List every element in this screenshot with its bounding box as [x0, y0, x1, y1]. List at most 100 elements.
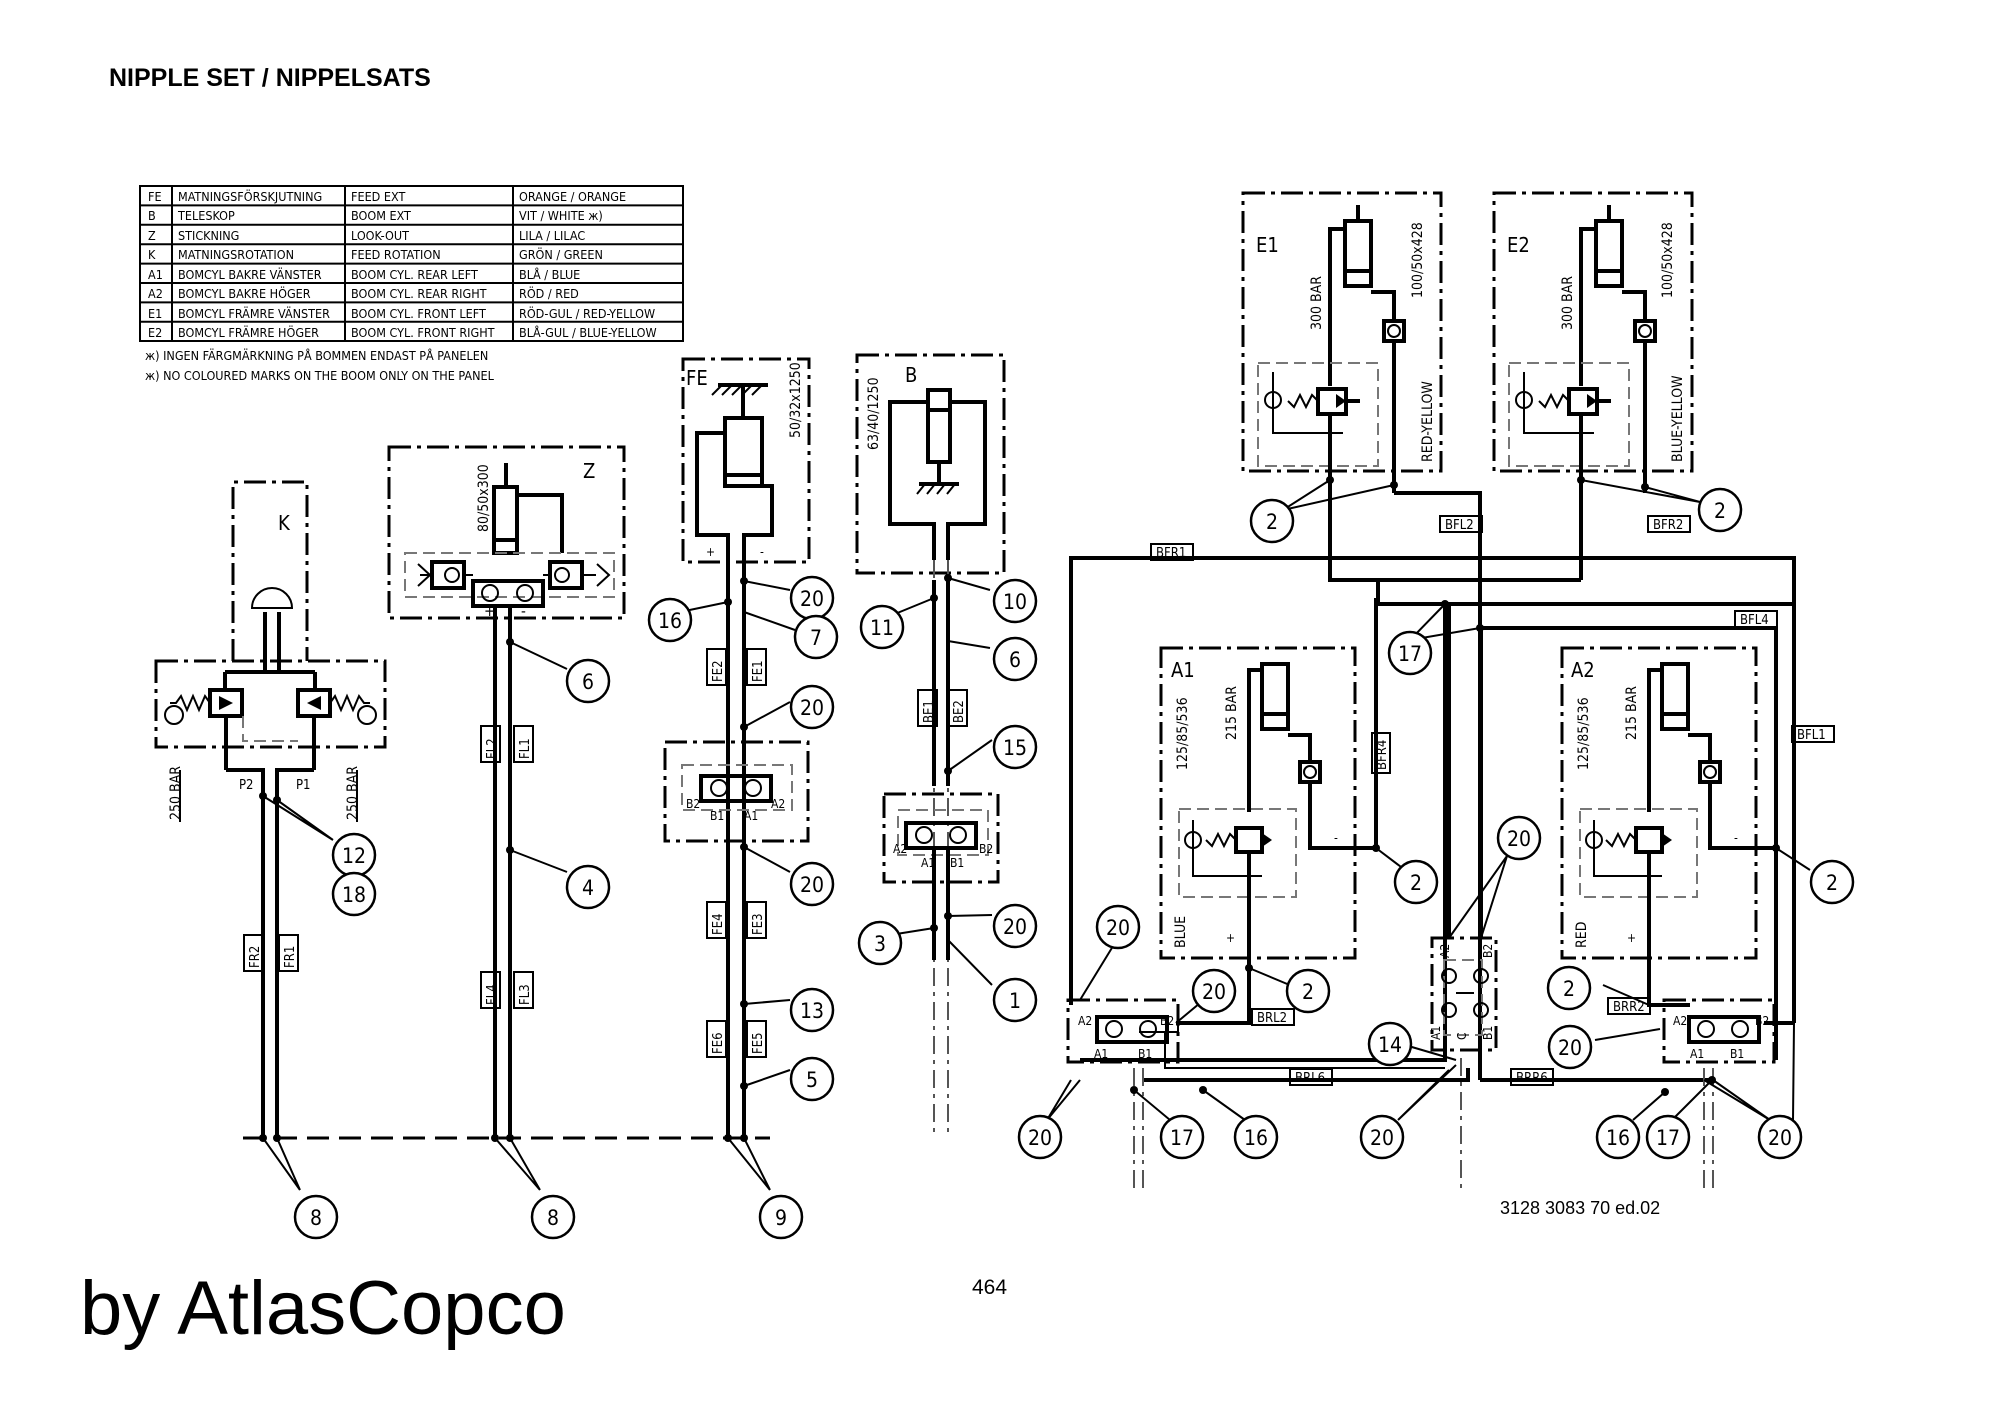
svg-text:A1: A1	[921, 856, 935, 870]
legend-code: FE	[148, 189, 162, 204]
legend-en: FEED EXT	[351, 189, 405, 204]
legend-code: Z	[148, 228, 156, 243]
cylinder-size: 100/50x428	[1410, 222, 1426, 298]
svg-text:A2: A2	[1078, 1014, 1092, 1028]
unit-b: B 63/40/1250 A2 A1 B1 B2 BE1 BE2	[855, 353, 1006, 1138]
svg-text:BFR2: BFR2	[1653, 518, 1683, 533]
legend-en: BOOM EXT	[351, 208, 411, 223]
page-number: 464	[972, 1276, 1008, 1299]
svg-text:+: +	[706, 545, 715, 559]
part-callout: 1	[1009, 989, 1021, 1013]
cylinder-icon	[1260, 662, 1290, 731]
legend-sv: BOMCYL FRÄMRE HÖGER	[178, 324, 319, 340]
legend-sv: TELESKOP	[177, 208, 235, 223]
legend-code: E1	[148, 306, 162, 321]
check-ball-icon	[357, 705, 377, 725]
pressure-label: 215 BAR	[1224, 686, 1240, 740]
part-callout: 8	[310, 1206, 322, 1230]
hose-label: FL1	[518, 738, 533, 759]
svg-text:BRR6: BRR6	[1516, 1071, 1548, 1086]
port-label: -	[521, 602, 526, 620]
pressure-label: 215 BAR	[1624, 686, 1640, 740]
unit-fe: FE 50/32x1250 + - B2 B1 A1 A2 FE2 FE1 FE…	[663, 357, 811, 1138]
part-callout: 9	[775, 1206, 787, 1230]
cylinder-icon	[926, 388, 952, 464]
part-callout: 14	[1378, 1033, 1402, 1057]
svg-text:FE2: FE2	[711, 660, 726, 682]
unit-e2-label: E2	[1507, 233, 1530, 257]
cylinder-size: 125/85/536	[1175, 697, 1191, 770]
svg-text:A1: A1	[1429, 1026, 1443, 1040]
svg-text:BFL2: BFL2	[1445, 518, 1474, 533]
part-callout: 6	[582, 670, 594, 694]
pressure-label: 300 BAR	[1560, 276, 1576, 330]
spring-icon	[329, 693, 370, 713]
svg-text:FE1: FE1	[751, 660, 766, 682]
motor-icon	[250, 587, 294, 609]
part-callout: 16	[658, 609, 682, 633]
svg-text:FE5: FE5	[751, 1032, 766, 1054]
svg-text:A1: A1	[744, 809, 758, 823]
legend-code: A1	[148, 267, 163, 282]
part-callout: 20	[1507, 827, 1531, 851]
port-label: P2	[239, 778, 254, 793]
svg-text:B1: B1	[1138, 1047, 1152, 1061]
hose-label: FR1	[283, 946, 298, 968]
svg-text:BFR1: BFR1	[1156, 546, 1186, 561]
unit-e2: E2 100/50x428 300 BAR BLUE-YELLOW	[1492, 191, 1694, 493]
svg-text:A1: A1	[1094, 1047, 1108, 1061]
svg-text:BFR4: BFR4	[1375, 740, 1390, 770]
legend-sv: BOMCYL FRÄMRE VÄNSTER	[178, 306, 330, 321]
part-callout: 20	[800, 696, 824, 720]
color-label: BLUE-YELLOW	[1670, 375, 1686, 462]
color-label: RED-YELLOW	[1420, 381, 1436, 462]
legend-sv: MATNINGSFÖRSKJUTNING	[178, 188, 322, 204]
part-callout: 10	[1003, 590, 1027, 614]
part-callout: 15	[1003, 736, 1027, 760]
pressure-label: 250 BAR	[345, 766, 361, 820]
part-callout: 2	[1266, 510, 1278, 534]
legend-code: E2	[148, 325, 162, 340]
part-callout: 17	[1656, 1126, 1680, 1150]
legend-color: VIT / WHITE ж)	[519, 208, 603, 223]
svg-text:B1: B1	[950, 856, 964, 870]
legend-en: BOOM CYL. FRONT LEFT	[351, 306, 486, 321]
svg-text:BE1: BE1	[922, 700, 937, 723]
part-callout: 20	[1202, 980, 1226, 1004]
svg-text:B1: B1	[1481, 1026, 1495, 1040]
part-callout: 5	[806, 1068, 818, 1092]
page-title: NIPPLE SET / NIPPELSATS	[109, 64, 431, 92]
svg-text:BFL1: BFL1	[1797, 728, 1826, 743]
legend-color: RÖD / RED	[519, 285, 579, 301]
legend-color: BLÅ / BLUE	[519, 267, 580, 282]
svg-text:A2: A2	[893, 842, 907, 856]
legend-color: RÖD-GUL / RED-YELLOW	[519, 305, 655, 321]
cylinder-icon	[1660, 662, 1690, 731]
part-callout: 2	[1563, 977, 1575, 1001]
svg-text:BRL6: BRL6	[1295, 1071, 1325, 1086]
unit-a2: A2 125/85/536 215 BAR RED + -	[1560, 646, 1776, 992]
pressure-label: 250 BAR	[168, 766, 184, 820]
drawing-number: 3128 3083 70 ed.02	[1500, 1198, 1661, 1218]
part-callout: 2	[1714, 499, 1726, 523]
part-callout: 3	[874, 932, 886, 956]
unit-fe-label: FE	[686, 366, 708, 390]
legend-en: BOOM CYL. REAR RIGHT	[351, 286, 487, 301]
part-callout: 20	[1768, 1126, 1792, 1150]
svg-text:-: -	[760, 545, 764, 559]
color-label: BLUE	[1173, 916, 1189, 948]
port-label: P1	[296, 778, 311, 793]
part-callout: 20	[1003, 915, 1027, 939]
part-callout: 17	[1398, 642, 1422, 666]
svg-text:BRR2: BRR2	[1613, 1000, 1645, 1015]
callout-leaders	[262, 479, 1811, 1191]
legend-code: B	[148, 208, 156, 223]
part-callout: 13	[800, 999, 824, 1023]
svg-text:-: -	[1334, 831, 1338, 845]
unit-a1-label: A1	[1171, 658, 1195, 682]
svg-text:+: +	[1226, 931, 1235, 945]
part-callout: 20	[1370, 1126, 1394, 1150]
legend-color: GRÖN / GREEN	[519, 246, 603, 262]
